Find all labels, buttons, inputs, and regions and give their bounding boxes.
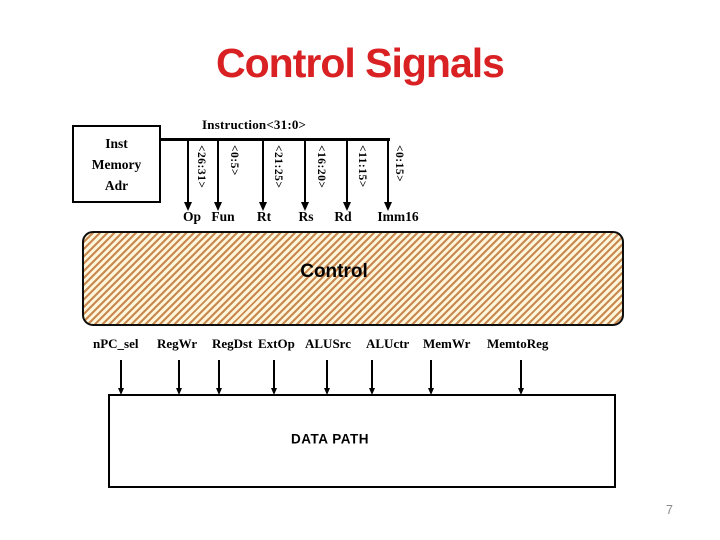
signal-label-regdst: RegDst [212,336,253,351]
field-arrow-rt [258,140,268,211]
arrow-shaft [520,360,522,388]
page-number: 7 [666,503,673,517]
arrow-shaft [218,360,220,388]
field-arrow-rs [300,140,310,211]
field-name-fun: Fun [211,209,235,224]
control-box-label: Control [300,261,368,282]
field-name-rs: Rs [298,209,314,224]
signal-arrow-npc-sel [117,360,125,395]
field-arrow-imm16 [383,140,393,211]
signal-arrow-extop [270,360,278,395]
field-name-imm16: Imm16 [377,209,419,224]
arrow-head-icon [383,202,392,211]
signal-arrow-memtoreg [517,360,525,395]
signal-arrow-regwr [175,360,183,395]
field-range-label-rt: <21:25> [272,145,284,189]
inst-memory-line-1: Inst [105,135,128,151]
arrow-head-icon [517,388,524,395]
signal-arrow-regdst [215,360,223,395]
field-range-label-fun: <0:5> [228,145,240,176]
arrow-shaft [345,140,349,202]
arrow-head-icon [300,202,309,211]
control-box [82,231,624,326]
arrow-shaft [326,360,328,388]
field-name-op: Op [182,209,202,224]
arrow-head-icon [213,202,222,211]
signal-label-memtoreg: MemtoReg [487,336,549,351]
arrow-shaft [216,140,220,202]
signal-label-memwr: MemWr [423,336,471,351]
signal-label-npc-sel: nPC_sel [93,336,139,351]
arrow-head-icon [117,388,124,395]
arrow-shaft [430,360,432,388]
arrow-shaft [371,360,373,388]
arrow-shaft [186,140,190,202]
arrow-shaft [273,360,275,388]
field-range-label-rs: <16:20> [315,145,327,189]
field-name-rt: Rt [256,209,272,224]
slide-title: Control Signals [216,40,505,86]
instruction-bus-line [161,138,390,141]
arrow-head-icon [175,388,182,395]
field-arrow-rd [342,140,352,211]
datapath-label: DATA PATH [291,431,369,447]
signal-label-alusrc: ALUSrc [305,336,351,351]
arrow-head-icon [342,202,351,211]
arrow-head-icon [270,388,277,395]
arrow-shaft [120,360,122,388]
signal-arrow-alusrc [323,360,331,395]
inst-memory-line-3: Adr [104,177,129,193]
field-range-label-imm16: <0:15> [393,145,405,183]
arrow-shaft [261,140,265,202]
signal-label-extop: ExtOp [258,336,295,351]
signal-label-aluctr: ALUctr [366,336,410,351]
signal-arrow-memwr [427,360,435,395]
arrow-head-icon [258,202,267,211]
signal-arrow-aluctr [368,360,376,395]
arrow-head-icon [183,202,192,211]
datapath-box [108,394,616,488]
arrow-shaft [178,360,180,388]
field-arrow-op [183,140,193,211]
instruction-bus-label: Instruction<31:0> [202,117,307,132]
field-name-rd: Rd [334,209,352,224]
signal-label-regwr: RegWr [157,336,198,351]
inst-memory-box: Inst Memory Adr [72,125,161,203]
field-arrow-fun [213,140,223,211]
field-range-label-rd: <11:15> [356,145,368,188]
field-range-label-op: <26:31> [195,145,207,189]
arrow-head-icon [368,388,375,395]
arrow-shaft [386,140,390,202]
inst-memory-line-2: Memory [91,156,142,172]
arrow-head-icon [427,388,434,395]
arrow-shaft [303,140,307,202]
arrow-head-icon [215,388,222,395]
arrow-head-icon [323,388,330,395]
